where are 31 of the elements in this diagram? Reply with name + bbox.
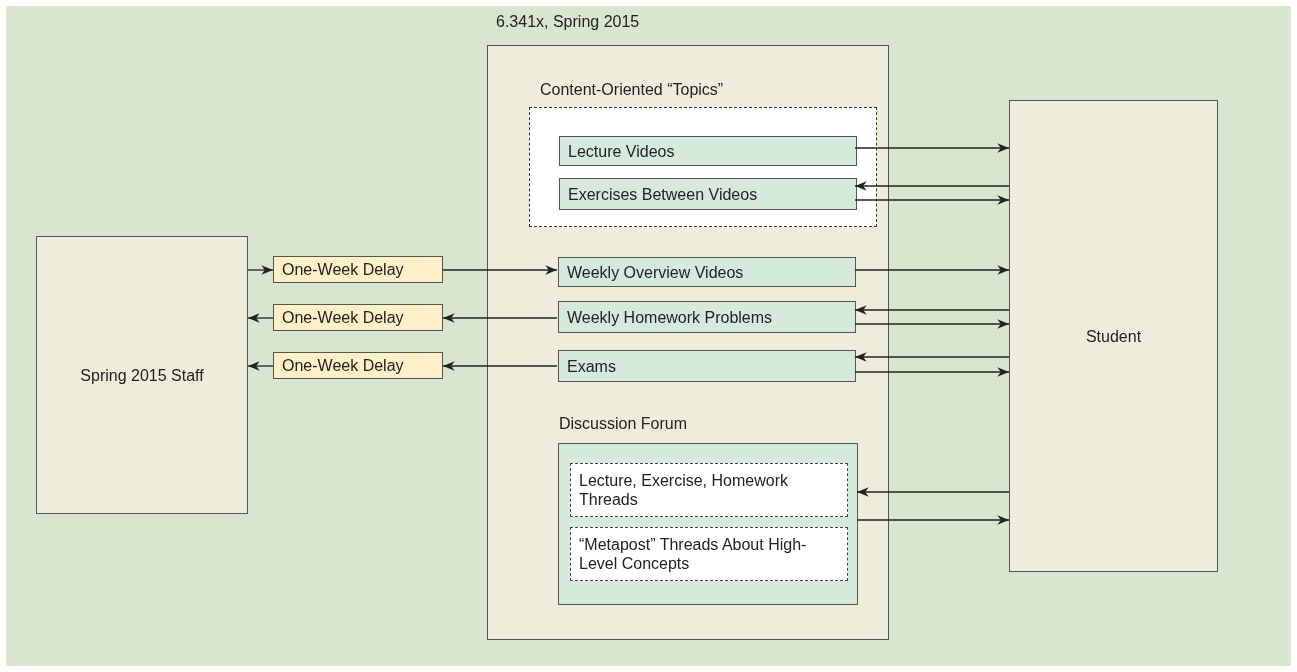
- group-title: Content-Oriented “Topics”: [540, 80, 724, 99]
- thread-box: Lecture, Exercise, Homework Threads: [570, 463, 848, 517]
- thread-box: “Metapost” Threads About High-Level Concepts: [570, 527, 848, 581]
- content-box: Exams: [558, 350, 856, 382]
- arrow: [854, 143, 1010, 153]
- arrow: [856, 515, 1010, 525]
- arrow: [442, 265, 558, 275]
- arrow: [854, 195, 1010, 205]
- delay-box: One-Week Delay: [273, 304, 443, 331]
- group-title: 6.341x, Spring 2015: [496, 12, 640, 31]
- arrow: [247, 265, 274, 275]
- content-box: Weekly Overview Videos: [558, 257, 856, 287]
- arrow: [854, 319, 1010, 329]
- actor-box: Student: [1009, 100, 1218, 572]
- content-box: Weekly Homework Problems: [558, 301, 856, 333]
- arrow: [442, 313, 558, 323]
- arrow: [854, 305, 1010, 315]
- arrow: [854, 367, 1010, 377]
- actor-box: Spring 2015 Staff: [36, 236, 248, 514]
- group-title: Discussion Forum: [559, 414, 688, 433]
- arrow: [854, 265, 1010, 275]
- delay-box: One-Week Delay: [273, 256, 443, 283]
- arrow: [854, 352, 1010, 362]
- arrow: [856, 487, 1010, 497]
- arrow: [854, 181, 1010, 191]
- content-box: Exercises Between Videos: [559, 178, 857, 210]
- arrow: [442, 361, 558, 371]
- content-box: Lecture Videos: [559, 136, 857, 166]
- delay-box: One-Week Delay: [273, 352, 443, 379]
- arrow: [247, 361, 274, 371]
- arrow: [247, 313, 274, 323]
